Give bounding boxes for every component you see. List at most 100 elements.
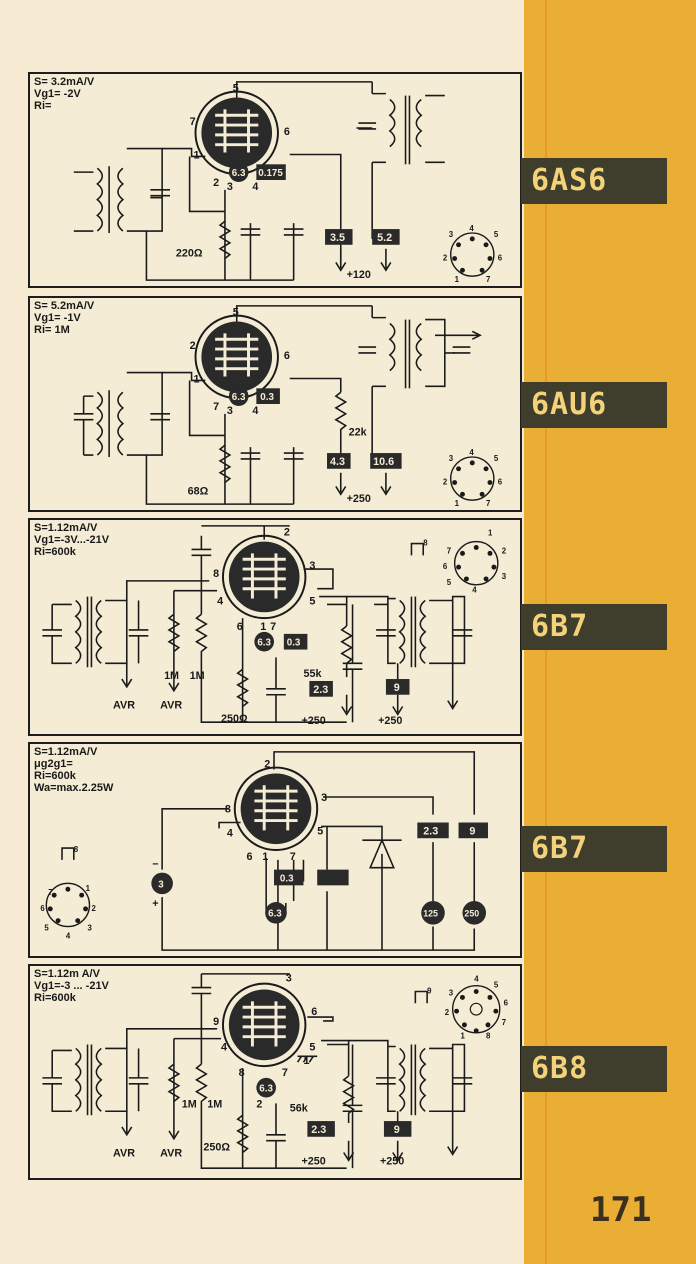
socket-pin: 7 [486, 499, 491, 508]
heater-voltage: 6.3 [259, 1084, 273, 1095]
spec-amplification: μg2g1= [34, 758, 73, 770]
socket-pin: 7 [447, 546, 452, 555]
load-resistor-label: 55k [303, 668, 321, 680]
socket-pin: 1 [461, 1032, 466, 1041]
pin-label: 4 [252, 405, 258, 417]
voltage-box: 4.3 [330, 456, 345, 468]
pin-label: 5 [233, 83, 239, 95]
socket-pin: 5 [494, 230, 499, 239]
pin-label: 2 [213, 177, 219, 189]
circuit-panel-6b7-test: S=1.12mA/V μg2g1= Ri=600k Wa=max.2.25W [28, 742, 522, 958]
cathode-resistor-label: 68Ω [188, 485, 209, 497]
spec-internal-resistance: Ri=600k [34, 546, 76, 558]
pin-label: 9 [213, 1016, 219, 1028]
avr-label: AVR [113, 699, 135, 711]
socket-pin: 1 [488, 529, 493, 538]
pin-label: 1 [303, 1055, 309, 1067]
base-type: 9 [427, 986, 432, 995]
pin-label: 1 [262, 851, 268, 863]
spec-grid-bias: Vg1=-3V...-21V [34, 534, 110, 546]
socket-pin: 6 [443, 562, 448, 571]
socket-pin: 6 [498, 477, 503, 486]
socket-pin: 4 [469, 448, 474, 457]
heater-current: 0.3 [260, 392, 274, 403]
spec-internal-resistance: Ri=600k [34, 992, 76, 1004]
pin-label: 4 [252, 181, 258, 193]
spec-block: S= 3.2mA/V Vg1= -2V Ri= [34, 76, 94, 112]
heater-voltage: 6.3 [268, 909, 282, 920]
socket-pin: 4 [66, 931, 71, 940]
circuit-panel-6b7: S=1.12mA/V Vg1=-3V...-21V Ri=600k [28, 518, 522, 736]
socket-pin: 3 [449, 230, 454, 239]
pin-label: 6 [311, 1006, 317, 1018]
pin-label: 8 [225, 804, 231, 816]
socket-pin: 5 [447, 578, 452, 587]
spec-internal-resistance: Ri=600k [34, 770, 76, 782]
pin-label: 2 [264, 759, 270, 771]
voltage-box: 3.5 [330, 232, 345, 244]
supply-voltage: +250 [347, 493, 371, 505]
pin-label: 2 [284, 527, 290, 539]
pin-label: 2 [256, 1098, 262, 1110]
base-type: 8 [74, 845, 79, 854]
supply-voltage: +250 [302, 715, 326, 727]
supply-voltage: +120 [347, 269, 371, 281]
spec-block: S=1.12mA/V μg2g1= Ri=600k Wa=max.2.25W [34, 746, 113, 794]
socket-pin: 2 [443, 477, 448, 486]
voltage-box: 2.3 [313, 684, 328, 696]
tube-tab-6b7[interactable]: 6B7 [521, 604, 667, 650]
pin-label: 6 [247, 851, 253, 863]
socket-pin: 6 [498, 253, 503, 262]
pin-label: 7 [270, 621, 276, 633]
socket-pin: 4 [474, 975, 479, 984]
schematic-6b7-avr: 2 8 3 4 5 6 1 7 6.3 0.3 1M 1M AVR AVR 25… [42, 525, 507, 727]
spec-internal-resistance: Ri= 1M [34, 324, 70, 336]
spec-grid-bias: Vg1=-3 ... -21V [34, 980, 109, 992]
supply-voltage: +250 [302, 1155, 326, 1167]
pin-label: 8 [213, 568, 219, 580]
socket-pin: 2 [443, 253, 448, 262]
schematic-6as6: 5 7 1 6 2 3 4 6.3 0.175 220Ω 3.5 5.2 +12… [73, 81, 503, 284]
schematic-6au6: 5 2 1 6 7 3 4 6.3 0.3 68Ω 22k 4.3 10.6 +… [73, 305, 503, 508]
socket-pin: 4 [472, 586, 477, 595]
voltage-box: 5.2 [377, 232, 392, 244]
voltage-box: 10.6 [373, 456, 394, 468]
cathode-resistor-label: 250Ω [221, 713, 248, 725]
tube-tab-6b7-test[interactable]: 6B7 [521, 826, 667, 872]
pin-label: 1 [194, 149, 200, 161]
schematic-6b8: 3 9 6 4 5 8 2 7 1 6.3 1M 1M AVR AVR 250Ω… [42, 973, 509, 1169]
load-resistor-label: 22k [349, 426, 367, 438]
schematic-6b7-test: 2 8 3 4 5 6 1 7 0.3 6.3 3 125 250 2.3 9 … [40, 751, 488, 951]
voltage-box: 9 [469, 825, 475, 837]
pin-label: 2 [190, 340, 196, 352]
spec-transconductance: S= 3.2mA/V [34, 76, 95, 88]
supply-voltage: +250 [380, 1155, 404, 1167]
tube-tab-6b8[interactable]: 6B8 [521, 1046, 667, 1092]
avr-label: AVR [160, 1147, 182, 1159]
pin-label: 3 [309, 560, 315, 572]
spec-transconductance: S= 5.2mA/V [34, 300, 95, 312]
tube-tab-6au6[interactable]: 6AU6 [521, 382, 667, 428]
socket-pin: 3 [88, 923, 93, 932]
voltage-box: 9 [394, 1124, 400, 1136]
base-type: 8 [423, 539, 428, 548]
load-resistor-label: 56k [290, 1102, 308, 1114]
spec-plate-dissipation: Wa=max.2.25W [34, 782, 114, 794]
pin-label: 3 [227, 181, 233, 193]
pin-label: 7 [290, 851, 296, 863]
socket-pin: 5 [494, 454, 499, 463]
heater-voltage: 6.3 [232, 168, 246, 179]
voltage-box: 2.3 [311, 1124, 326, 1136]
pin-label: 6 [284, 350, 290, 362]
heater-voltage: 6.3 [257, 638, 271, 649]
socket-pin: 3 [449, 454, 454, 463]
pin-label: 1 [260, 621, 266, 633]
spec-block: S=1.12mA/V Vg1=-3V...-21V Ri=600k [34, 522, 109, 558]
pin-label: 4 [227, 827, 233, 839]
cathode-resistor-label: 250Ω [203, 1142, 230, 1154]
polarity-plus: + [152, 898, 158, 910]
socket-pin: 1 [86, 884, 91, 893]
tube-tab-6as6[interactable]: 6AS6 [521, 158, 667, 204]
socket-pin: 6 [504, 998, 509, 1007]
grid-resistor-label: 1M [164, 670, 179, 682]
